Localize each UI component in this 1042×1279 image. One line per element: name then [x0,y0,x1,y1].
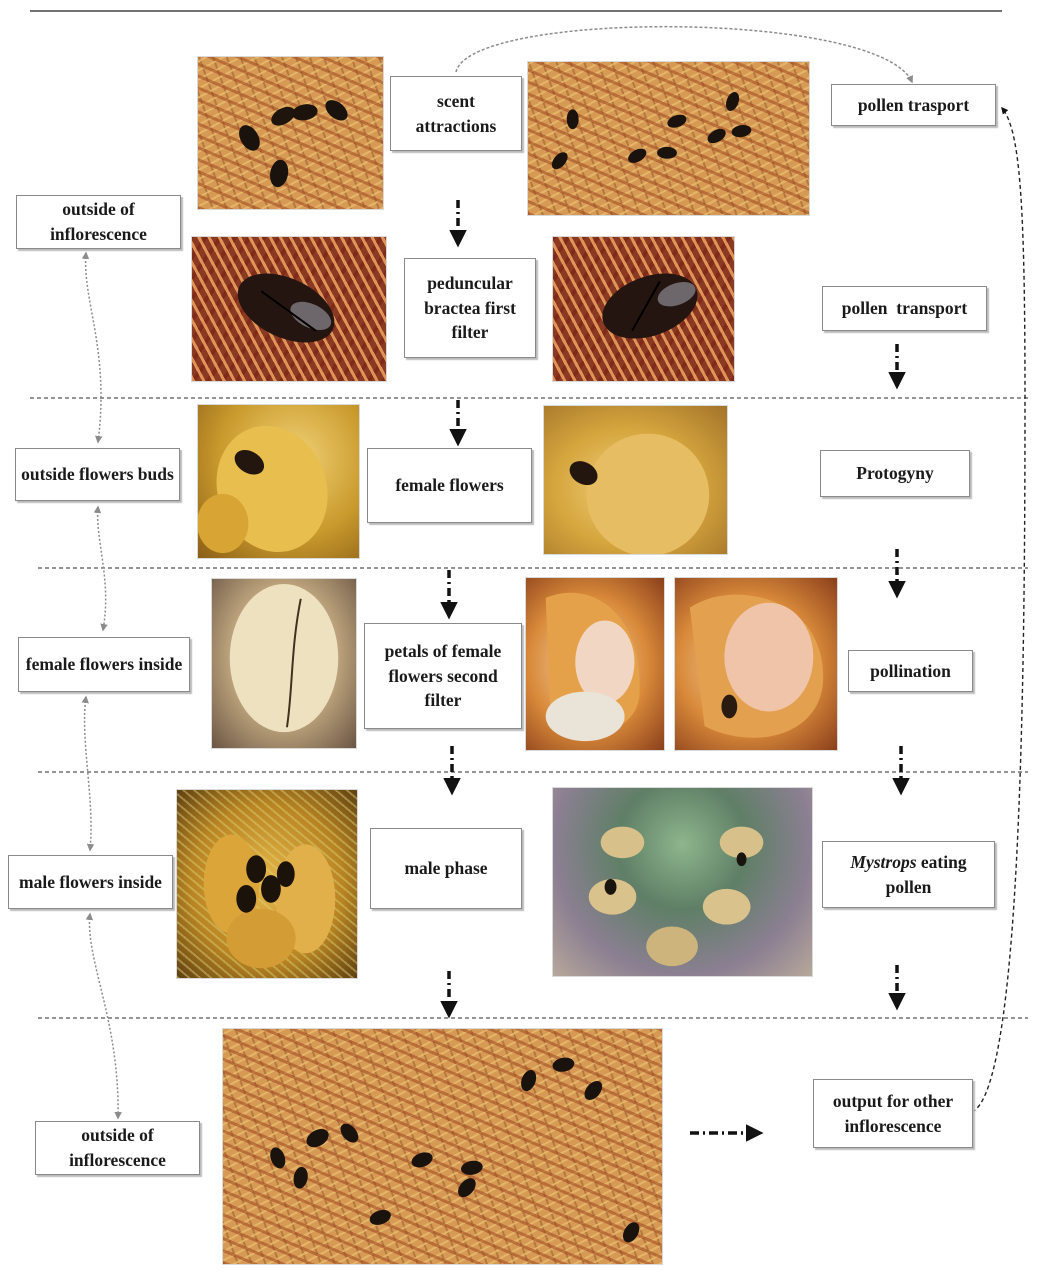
outside-flowers-buds-label: outside flowers buds [21,462,174,487]
mystrops-on-male-flowers-photo [552,787,813,977]
beetle-on-female-flower-photo [543,405,728,555]
scent-attractions-label: scent attractions [395,89,517,139]
pollen-trasport-label: pollen trasport [858,93,969,118]
beetle-on-female-flower-photo [197,404,360,559]
scent-attractions-box: scent attractions [390,76,522,151]
open-female-flower-photo [525,577,665,751]
petals-second-filter-label: petals of female flowers second filter [369,639,517,714]
closed-female-flower-photo [211,578,357,749]
beetles-on-inflorescence-photo [197,56,384,210]
outside-flowers-buds-box: outside flowers buds [15,448,180,501]
beetles-leaving-inflorescence-photo [222,1028,663,1265]
outside-of-inflorescence-bottom-label: outside of inflorescence [40,1123,195,1173]
female-flowers-inside-box: female flowers inside [18,637,190,692]
mystrops-genus-label: Mystrops [850,852,916,872]
female-flowers-box: female flowers [367,448,532,523]
peduncular-bractea-label: peduncular bractea first filter [409,271,531,346]
male-phase-box: male phase [370,828,522,909]
output-for-other-inflorescence-box: output for other inflorescence [813,1079,973,1148]
return-arrow [972,108,1025,1112]
peduncular-bractea-box: peduncular bractea first filter [404,258,536,358]
outside-of-inflorescence-top-label: outside of inflorescence [21,197,176,247]
left-link-4 [90,914,119,1118]
petals-second-filter-box: petals of female flowers second filter [364,623,522,729]
outside-of-inflorescence-top-box: outside of inflorescence [16,195,181,249]
pollen-transport-label: pollen transport [842,296,967,321]
outside-of-inflorescence-bottom-box: outside of inflorescence [35,1121,200,1175]
female-flowers-inside-label: female flowers inside [26,652,183,677]
beetle-in-bract-photo [552,236,735,382]
pollination-box: pollination [848,650,973,692]
left-link-1 [86,253,101,442]
female-flowers-label: female flowers [395,473,503,498]
male-flowers-inside-box: male flowers inside [8,855,173,909]
pollination-label: pollination [870,659,951,684]
mystrops-eating-pollen-box: Mystrops eating pollen [822,841,995,908]
protogyny-label: Protogyny [856,461,933,486]
pollen-trasport-box: pollen trasport [831,84,996,126]
pollen-transport-box: pollen transport [822,286,987,331]
protogyny-box: Protogyny [820,450,970,497]
open-female-flower-photo [674,577,838,751]
male-phase-label: male phase [404,856,487,881]
left-link-3 [85,697,91,850]
output-for-other-inflorescence-label: output for other inflorescence [818,1089,968,1139]
beetle-in-bract-photo [191,236,387,382]
beetles-on-inflorescence-photo [527,61,810,216]
mystrops-eating-pollen-label: Mystrops eating pollen [827,850,990,900]
beetles-on-male-flowers-photo [176,789,358,979]
male-flowers-inside-label: male flowers inside [19,870,162,895]
